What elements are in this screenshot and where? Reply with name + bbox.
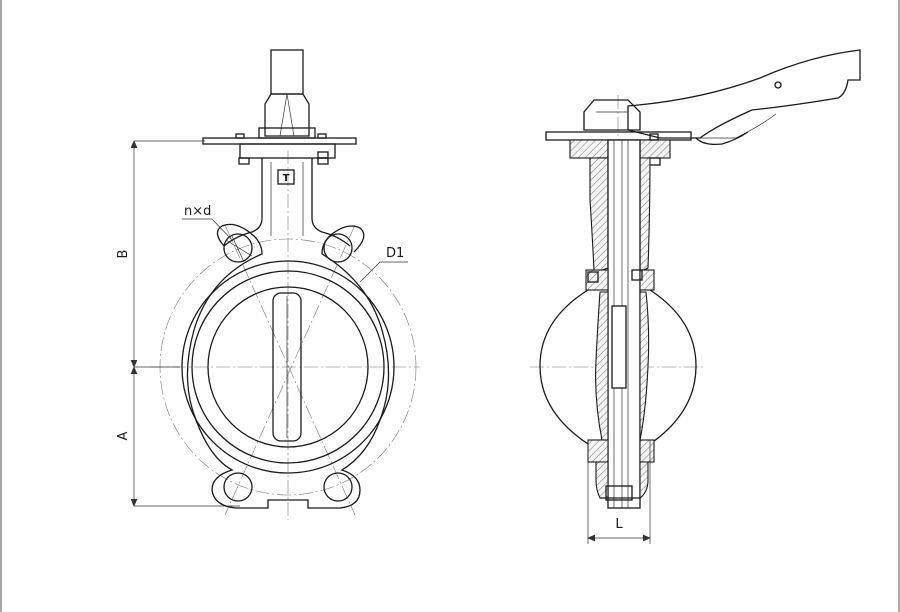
svg-text:T: T: [283, 173, 290, 184]
height-upper-label: B: [116, 250, 131, 259]
bolt-hole-callout: n×d: [182, 204, 233, 241]
height-lower-label: A: [116, 431, 131, 440]
bolt-hole: [223, 233, 253, 263]
top-flange-plate: [202, 133, 357, 165]
valve-neck: T: [223, 158, 351, 247]
bolt-hole: [323, 472, 353, 502]
bolt-holes-label: n×d: [184, 204, 211, 219]
bolt-hole: [323, 233, 353, 263]
bolt-circle-label: D1: [386, 246, 404, 261]
side-view: L: [530, 49, 861, 544]
lower-bushing: [587, 439, 655, 501]
upper-bushing: [585, 269, 655, 291]
valve-disc: [272, 292, 302, 442]
side-body-ball: [539, 289, 697, 445]
bolt-circle-callout: D1: [359, 246, 408, 283]
stem-top: [258, 49, 316, 139]
front-view: T n×d D1: [116, 49, 420, 520]
face-length-dimension: L: [587, 440, 651, 544]
height-dimensions: B A: [116, 140, 240, 507]
face-length-label: L: [615, 517, 623, 532]
bolt-hole: [223, 472, 253, 502]
lever-handle: [583, 49, 861, 146]
valve-body: [181, 223, 395, 509]
